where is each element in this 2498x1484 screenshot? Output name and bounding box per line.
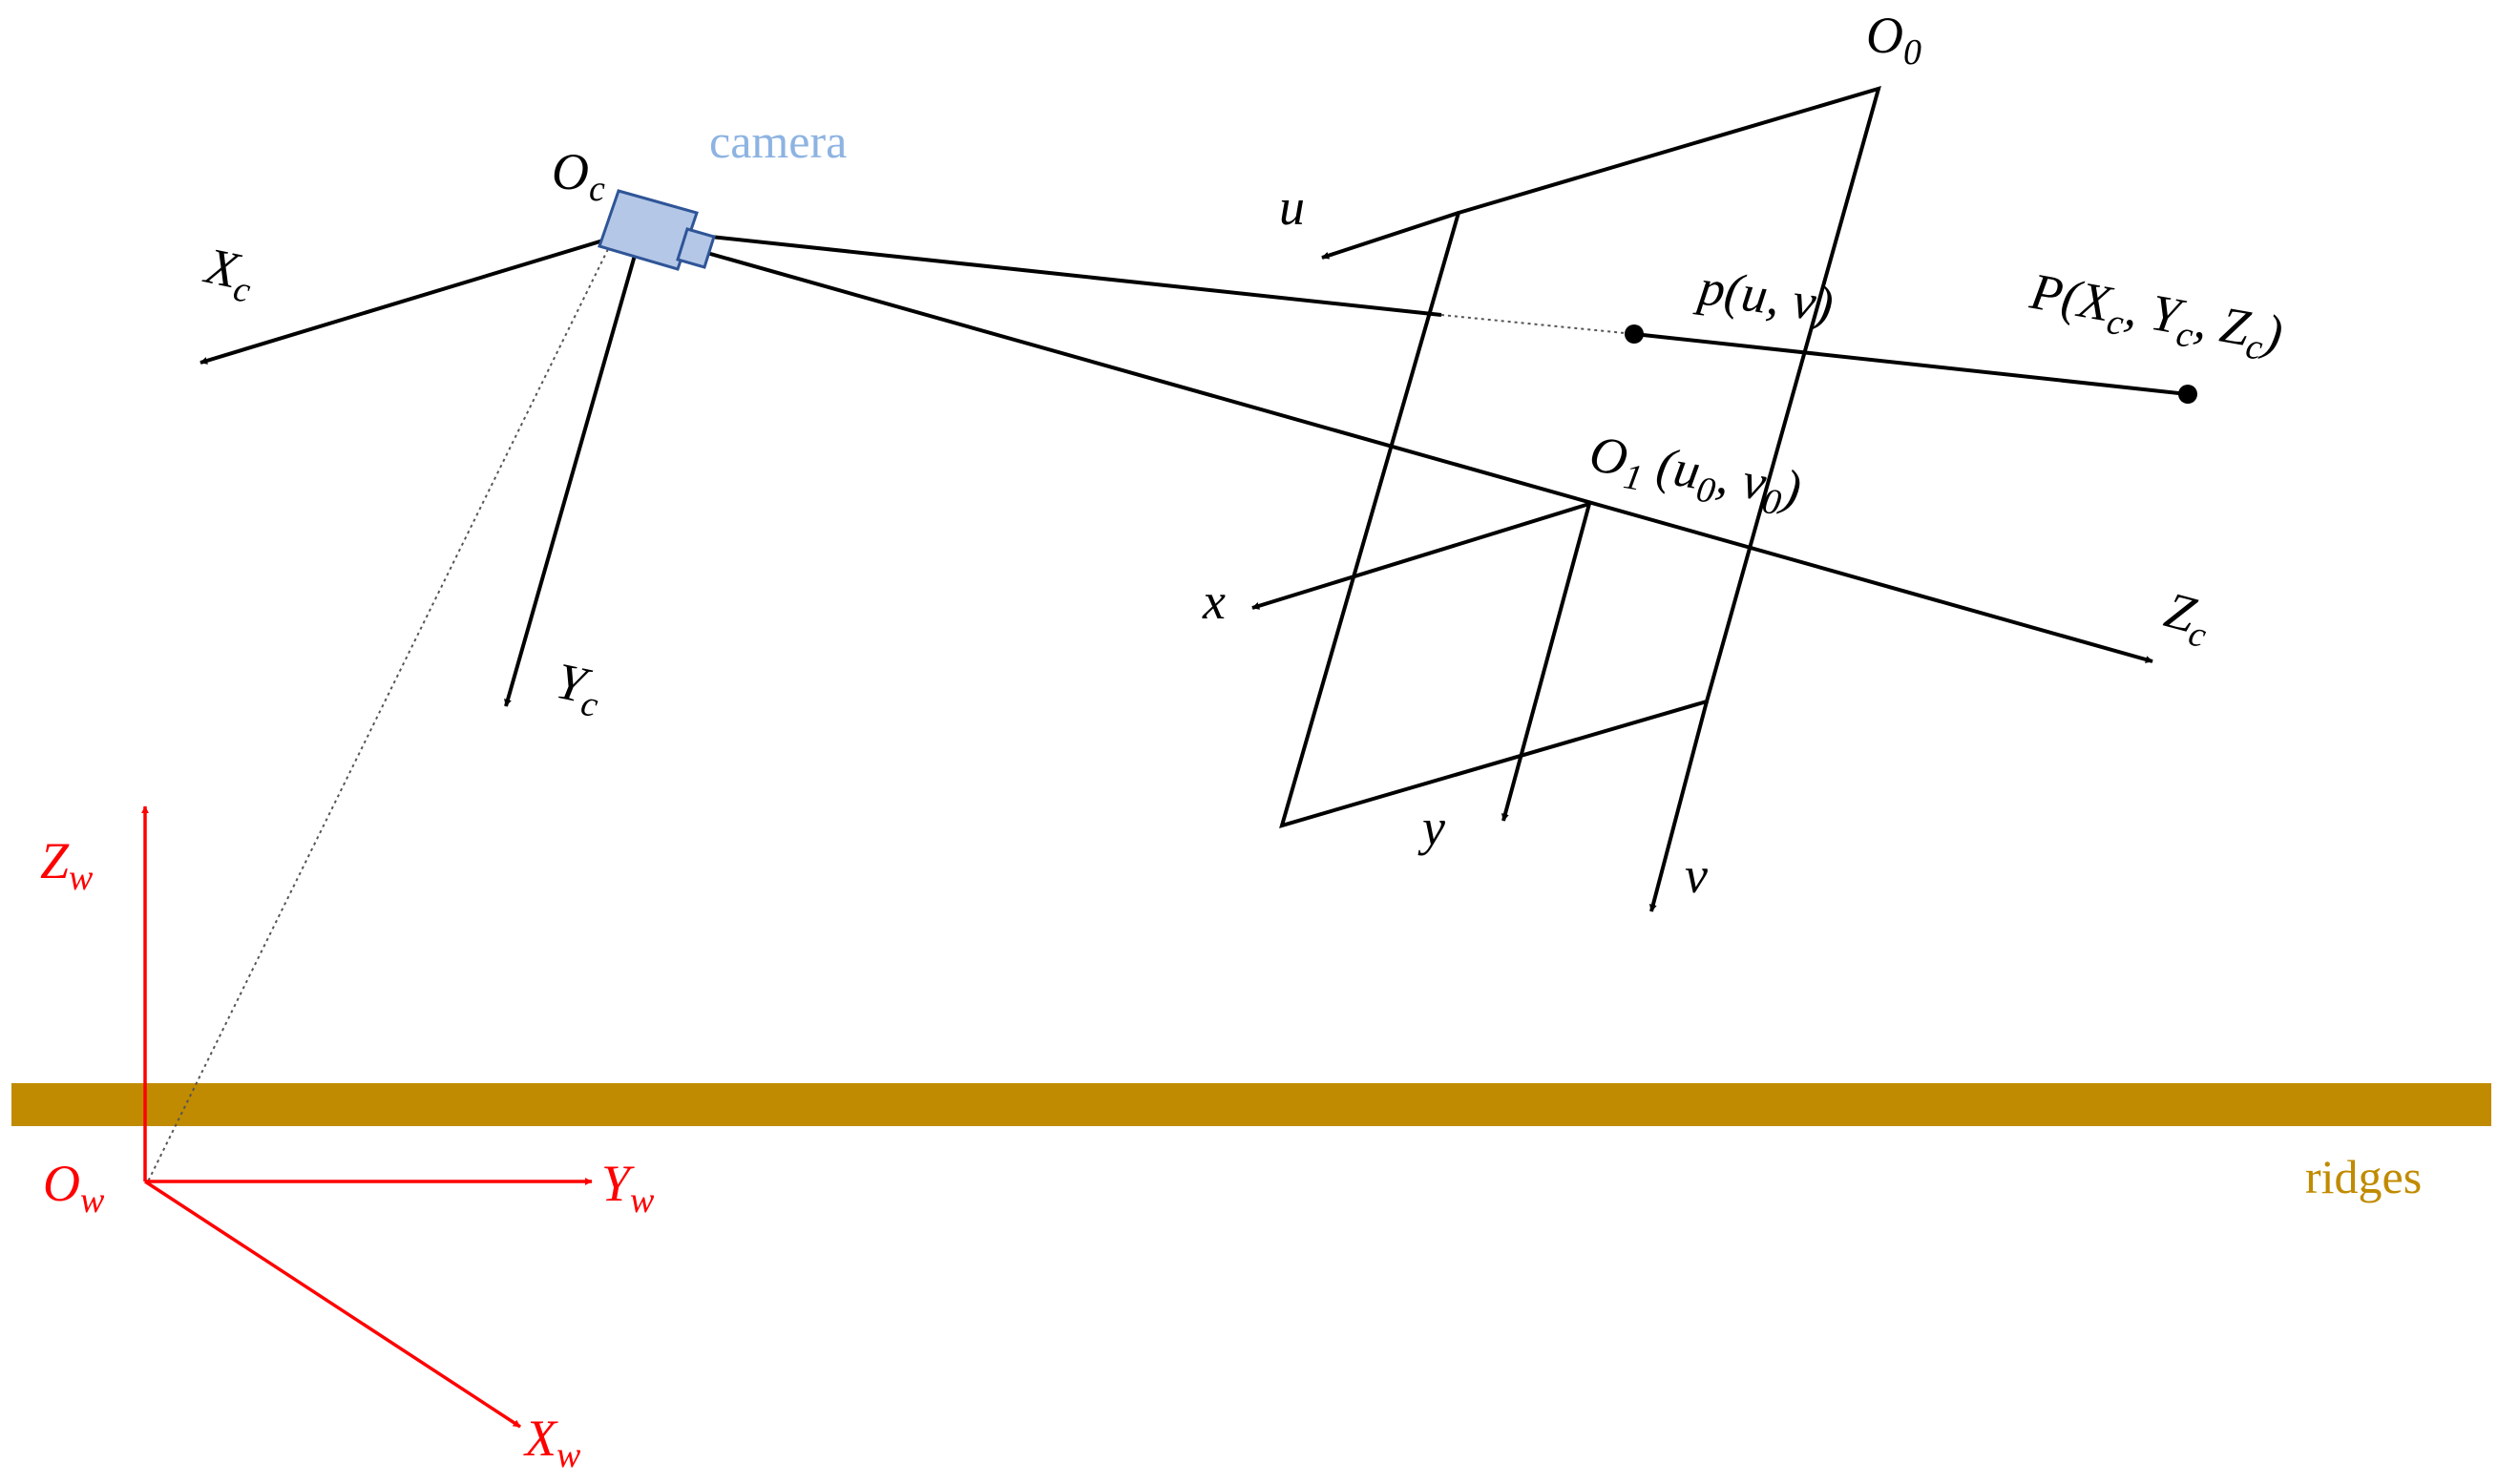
zw-label: Zw <box>40 832 94 898</box>
x-axis <box>1251 502 1590 610</box>
point-p <box>1625 324 1644 344</box>
zc-axis <box>639 232 2153 663</box>
puv-label: p(u, v) <box>1691 258 1837 334</box>
o1-label: O1 (u0, v0) <box>1584 425 1805 527</box>
u-axis <box>1321 211 1459 260</box>
camera-icon <box>598 189 716 271</box>
image-plane <box>1279 86 1881 828</box>
x-label: x <box>1202 573 1226 630</box>
ridges-label: ridges <box>2305 1150 2422 1203</box>
u-label: u <box>1279 178 1305 236</box>
ray-dotted-in-plane <box>1440 314 1635 335</box>
ray-solid-to-plane <box>639 227 1442 317</box>
oc-label: Oc <box>552 143 605 209</box>
P-label: P(Xc, Yc, Zc) <box>2024 262 2287 371</box>
yw-label: Yw <box>601 1155 655 1221</box>
xw-label: Xw <box>523 1410 581 1475</box>
xc-axis <box>199 232 626 365</box>
camera-to-world-dotted-line <box>147 242 612 1182</box>
y-axis <box>1501 503 1591 822</box>
camera-label: camera <box>709 115 847 168</box>
yc-axis <box>504 238 641 707</box>
ridges-band <box>11 1083 2491 1126</box>
xw-axis <box>144 1180 521 1429</box>
v-label: v <box>1685 847 1708 904</box>
point-P <box>2178 385 2197 404</box>
v-axis <box>1648 700 1709 912</box>
zc-label: Zc <box>2157 581 2217 657</box>
ow-label: Ow <box>43 1155 105 1221</box>
ray-p-to-P <box>1633 332 2189 396</box>
o0-label: O0 <box>1866 7 1921 73</box>
yc-label: Yc <box>550 652 607 725</box>
y-label: y <box>1417 799 1445 856</box>
xc-label: Xc <box>198 237 260 311</box>
